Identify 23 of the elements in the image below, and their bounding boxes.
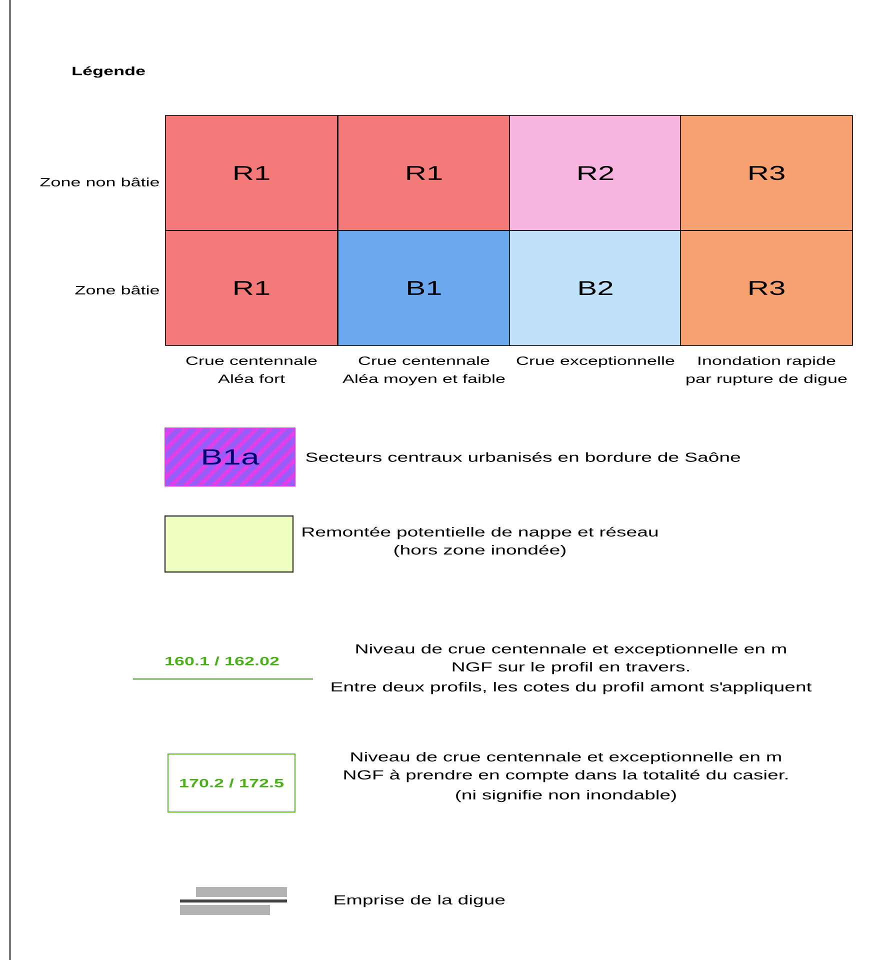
column-label: Crue exceptionnelle (516, 356, 674, 368)
column-label: Crue centennale Aléa moyen et faible (342, 356, 505, 386)
zone-cell: R3 (680, 230, 853, 346)
legend-title: Légende (72, 66, 145, 78)
level-line-sample: 160.1 / 162.02 (132, 656, 314, 680)
swatch-box (164, 515, 294, 573)
zone-cell: B1 (338, 230, 510, 346)
legend-description: Niveau de crue centennale et exceptionnelle en m NGF à prendre en compte dans la totalité du casier. (344, 752, 788, 782)
legend-text: Emprise de la digue (334, 894, 505, 908)
legend-description: Entre deux profils, les cotes du profil amont s'appliquent (332, 682, 812, 694)
zone-cell: B2 (509, 230, 682, 346)
legend-description: Niveau de crue centennale et exceptionnelle en m NGF sur le profil en travers. (356, 644, 786, 674)
legend-description: Remontée potentielle de nappe et réseau (hors zone inondée) (302, 526, 658, 558)
legend-description: Secteurs centraux urbanisés en bordure de Saône (306, 452, 740, 462)
zone-cell: R2 (509, 115, 682, 231)
level-box: 170.2 / 172.5 (168, 754, 296, 812)
zone-cell: R1 (338, 115, 510, 231)
zone-cell: R1 (165, 115, 338, 231)
column-label: Crue centennale Aléa fort (186, 356, 317, 383)
legend-description: (ni signifie non inondable) (456, 790, 676, 802)
column-label: Inondation rapide par rupture de digue (686, 356, 847, 386)
zone-cell: R3 (680, 115, 853, 231)
zone-cell: R1 (165, 230, 338, 346)
